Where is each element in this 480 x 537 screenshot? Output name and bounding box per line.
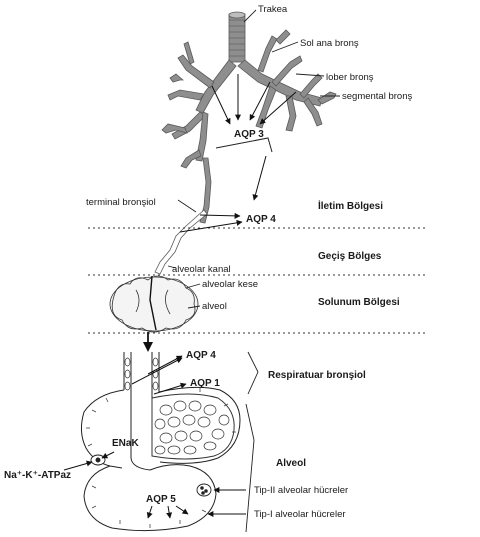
zoom-arrow	[143, 332, 153, 352]
zone-alveol: Alveol	[276, 458, 306, 469]
label-aqp3: AQP 3	[234, 129, 264, 140]
alveolar-cells	[91, 455, 211, 496]
label-terminal-bronşiol: terminal bronşiol	[86, 197, 156, 208]
label-aqp1: AQP 1	[190, 378, 220, 389]
zone-gecis: Geçiş Bölges	[318, 251, 382, 262]
label-alveolar-kanal: alveolar kanal	[172, 264, 231, 275]
bronchial-tree	[155, 12, 336, 274]
label-alveol-small: alveol	[202, 301, 227, 312]
right-main-bronchus	[196, 60, 236, 113]
label-segmental-bronş: segmental bronş	[342, 91, 412, 102]
label-trakea: Trakea	[258, 4, 288, 15]
label-alveolar-kese: alveolar kese	[202, 279, 258, 290]
label-aqp4-top: AQP 4	[246, 214, 276, 225]
label-na-k-atpaz: Na⁺-K⁺-ATPaz	[4, 470, 71, 481]
alveolar-sac-cluster	[110, 276, 198, 332]
zone-iletim: İletim Bölgesi	[318, 199, 383, 212]
label-lober-bronş: lober bronş	[326, 72, 374, 83]
label-sol-ana-bronş: Sol ana bronş	[300, 38, 359, 49]
zone-labels: İletim Bölgesi Geçiş Bölges Solunum Bölg…	[254, 199, 400, 520]
zone-solunum: Solunum Bölgesi	[318, 297, 400, 308]
zone-tip1: Tip-I alveolar hücreler	[254, 509, 346, 520]
label-enak: ENaK	[112, 438, 139, 449]
zone-tip2: Tip-II alveolar hücreler	[254, 485, 348, 496]
zone-respiratuar: Respiratuar bronşiol	[268, 370, 366, 381]
label-aqp4-bottom: AQP 4	[186, 350, 216, 361]
label-aqp5: AQP 5	[146, 494, 176, 505]
